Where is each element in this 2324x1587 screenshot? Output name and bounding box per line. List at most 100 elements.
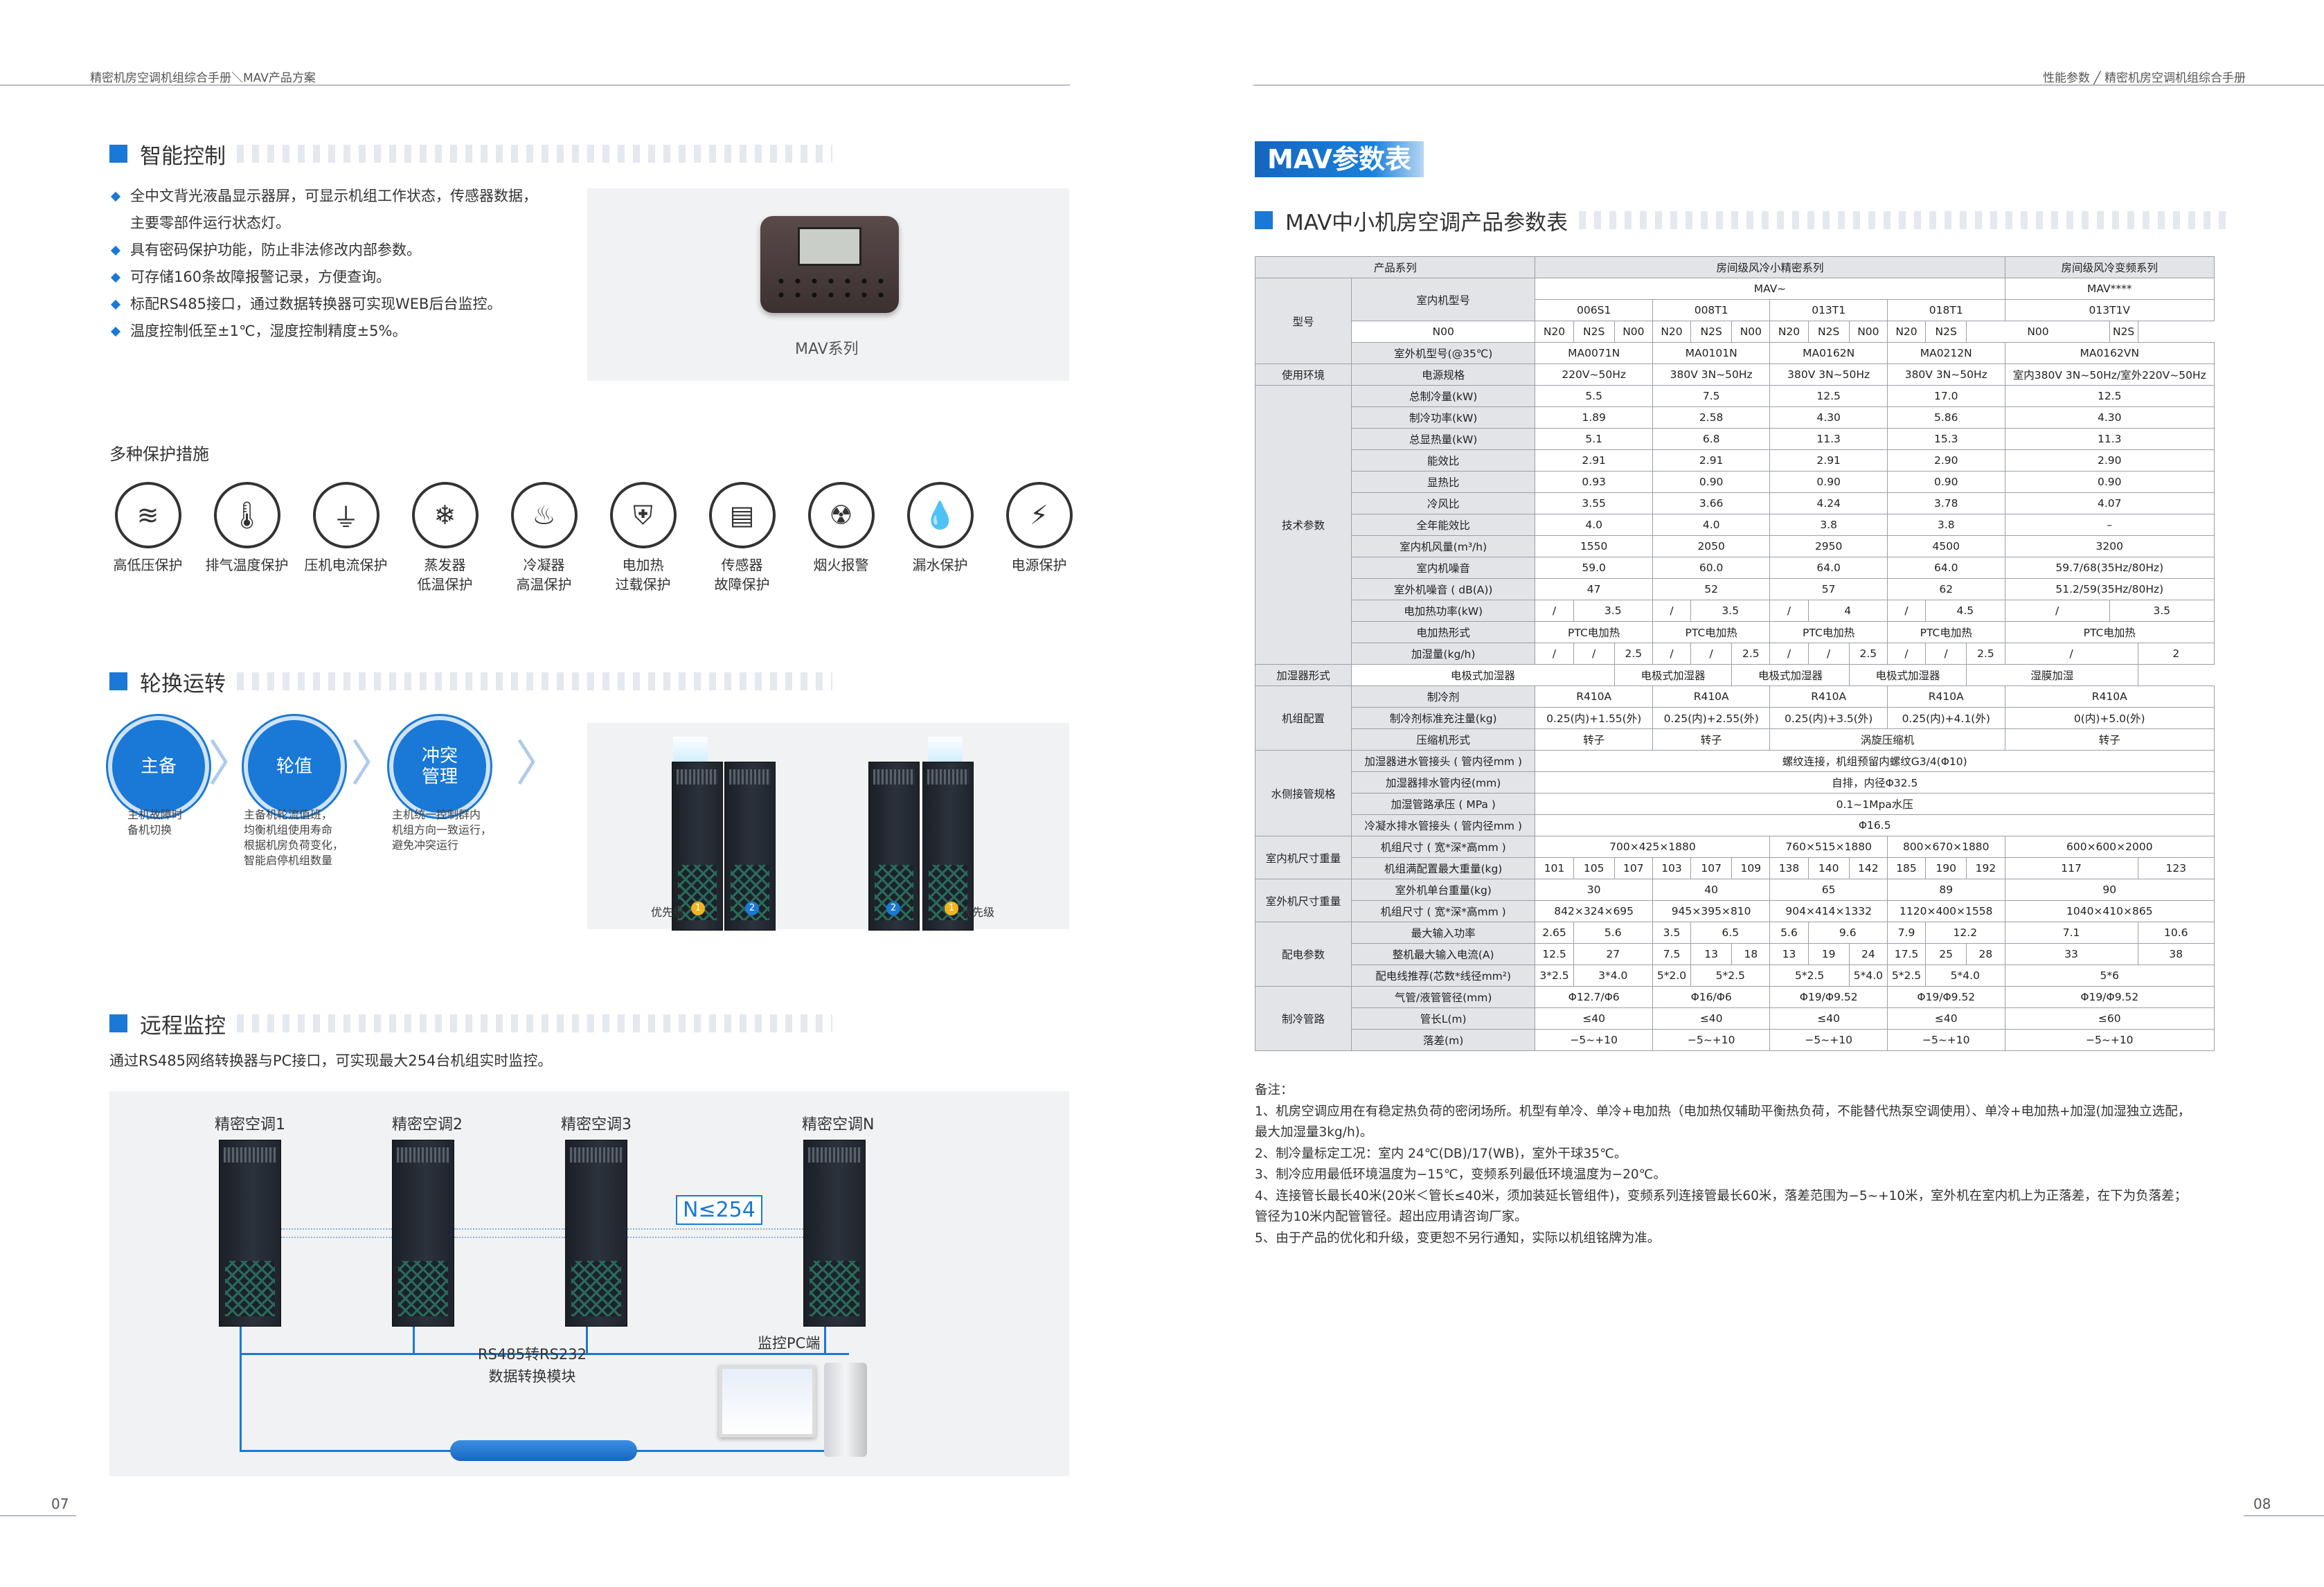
table-cell: R410A <box>1769 685 1888 708</box>
table-cell: 018T1 <box>1886 299 2005 321</box>
table-cell: 24 <box>1848 943 1888 965</box>
table-cell: 190 <box>1925 857 1967 879</box>
table-cell: ≤40 <box>1535 1007 1653 1030</box>
table-cell: 湿膜加湿 <box>1966 664 2138 686</box>
table-cell: 电源规格 <box>1350 364 1536 386</box>
table-cell: 4 <box>1807 600 1888 622</box>
table-cell: 电极式加湿器 <box>1614 664 1733 686</box>
table-cell: 380V 3N~50Hz <box>1769 364 1888 386</box>
table-cell: PTC电加热 <box>1652 621 1771 643</box>
table-cell: 62 <box>1886 578 2005 600</box>
note-line: 最大加湿量3kg/h)。 <box>1255 1125 1373 1140</box>
table-cell: / <box>1535 600 1574 622</box>
table-cell: 109 <box>1731 857 1771 879</box>
notes: 备注： 1、机房空调应用在有稳定热负荷的密闭场所。机型有单冷、单冷+电加热（电加… <box>1255 1080 2238 1249</box>
page-number-right: 08 <box>2253 1496 2271 1512</box>
table-row: 压缩机形式转子转子涡旋压缩机转子 <box>1255 728 2215 751</box>
table-cell: 60.0 <box>1652 557 1771 579</box>
table-row: 加湿量(kg/h)//2.5//2.5//2.5//2.5/2 <box>1255 643 2215 665</box>
table-cell: 机组尺寸 ( 宽*深*高mm ) <box>1350 836 1536 858</box>
table-cell: 2950 <box>1769 535 1888 557</box>
table-cell: 电加热形式 <box>1350 621 1536 643</box>
table-cell: 转子 <box>1652 728 1771 751</box>
table-cell: 380V 3N~50Hz <box>1886 364 2005 386</box>
table-cell: 技术参数 <box>1255 385 1352 665</box>
table-cell: 89 <box>1886 879 2005 901</box>
smart-control-features: 全中文背光液晶显示器屏，可显示机组工作状态，传感器数据，主要零部件运行状态灯。具… <box>110 183 537 345</box>
table-cell: 1040×410×865 <box>2004 900 2215 922</box>
table-cell: 2.90 <box>2004 449 2215 472</box>
protection-label: 电源保护 <box>1011 557 1067 573</box>
note-line: 管径为10米内配管管径。超出应用请咨询厂家。 <box>1255 1210 1528 1224</box>
table-cell: 电极式加湿器 <box>1350 664 1615 686</box>
table-cell: 电极式加湿器 <box>1848 664 1967 686</box>
table-cell: MAV**** <box>2004 278 2215 300</box>
table-cell: 105 <box>1573 857 1615 879</box>
table-cell: −5~+10 <box>1769 1029 1888 1051</box>
table-cell: 842×324×695 <box>1535 900 1653 922</box>
table-cell: 17.0 <box>1886 385 2005 407</box>
protection-item: ♨冷凝器高温保护 <box>494 482 593 594</box>
table-cell: 自排，内径Φ32.5 <box>1535 771 2215 794</box>
table-cell: 7.9 <box>1886 922 1927 944</box>
table-cell: / <box>1769 600 1809 622</box>
table-cell: 12.2 <box>1925 922 2005 944</box>
protection-item: ☢烟火报警 <box>792 482 891 594</box>
table-cell: N20 <box>1535 321 1574 343</box>
table-cell: 3.5 <box>2109 600 2215 622</box>
table-cell: 140 <box>1807 857 1850 879</box>
table-cell: 0.90 <box>2004 471 2215 493</box>
table-cell: N2S <box>1807 321 1850 343</box>
table-cell: 2.5 <box>1731 643 1771 665</box>
table-cell: 3.8 <box>1769 514 1888 536</box>
table-cell: R410A <box>1652 685 1771 708</box>
snowflake-icon: ❄ <box>411 482 479 548</box>
table-row: 冷凝水排水管接头 ( 管内径mm )Φ16.5 <box>1255 814 2215 836</box>
table-cell: N00 <box>1350 321 1536 343</box>
table-cell: 4.0 <box>1652 514 1771 536</box>
table-cell: ≤40 <box>1886 1007 2005 1030</box>
table-cell: 138 <box>1769 857 1809 879</box>
feature-item: 主要零部件运行状态灯。 <box>130 215 290 231</box>
table-cell: 0.25(内)+1.55(外) <box>1535 707 1653 729</box>
table-cell: 加湿器排水管内径(mm) <box>1350 771 1536 794</box>
table-cell: MA0162N <box>1769 342 1888 364</box>
step-conflict: 冲突管理 <box>389 716 490 817</box>
pc-label: 监控PC端 <box>758 1335 821 1352</box>
priority-label: 优先级 <box>651 906 685 919</box>
table-cell: 涡旋压缩机 <box>1769 728 2005 751</box>
table-cell: MA0071N <box>1535 342 1653 364</box>
controller-panel: MAV系列 <box>587 188 1069 381</box>
table-cell: / <box>1573 643 1615 665</box>
table-cell: 房间级风冷小精密系列 <box>1535 256 2005 278</box>
unit-label: 精密空调N <box>802 1116 875 1133</box>
table-cell: N00 <box>1848 321 1888 343</box>
table-cell: / <box>2004 643 2138 665</box>
table-cell: −5~+10 <box>2004 1029 2215 1051</box>
table-cell: 配电线推荐(芯数*线径mm²) <box>1350 965 1536 987</box>
water-leak-icon: 💧 <box>906 482 974 548</box>
table-cell: 制冷功率(kW) <box>1350 406 1536 429</box>
table-cell: PTC电加热 <box>1769 621 1888 643</box>
table-cell: 4500 <box>1886 535 2005 557</box>
table-cell: 4.30 <box>1769 406 1888 429</box>
table-cell: 25 <box>1925 943 1967 965</box>
table-cell: / <box>1690 643 1733 665</box>
table-cell: MAV~ <box>1535 278 2005 300</box>
table-cell: N2S <box>1925 321 1967 343</box>
protection-label: 传感器故障保护 <box>714 557 770 593</box>
unit-label: 精密空调2 <box>392 1116 463 1133</box>
table-cell: 0.25(内)+2.55(外) <box>1652 707 1771 729</box>
table-cell: 2.91 <box>1652 449 1771 472</box>
table-cell: 90 <box>2004 879 2215 901</box>
table-cell: 13 <box>1769 943 1809 965</box>
table-cell: 5.6 <box>1573 922 1653 944</box>
table-cell: Φ12.7/Φ6 <box>1535 986 1653 1008</box>
